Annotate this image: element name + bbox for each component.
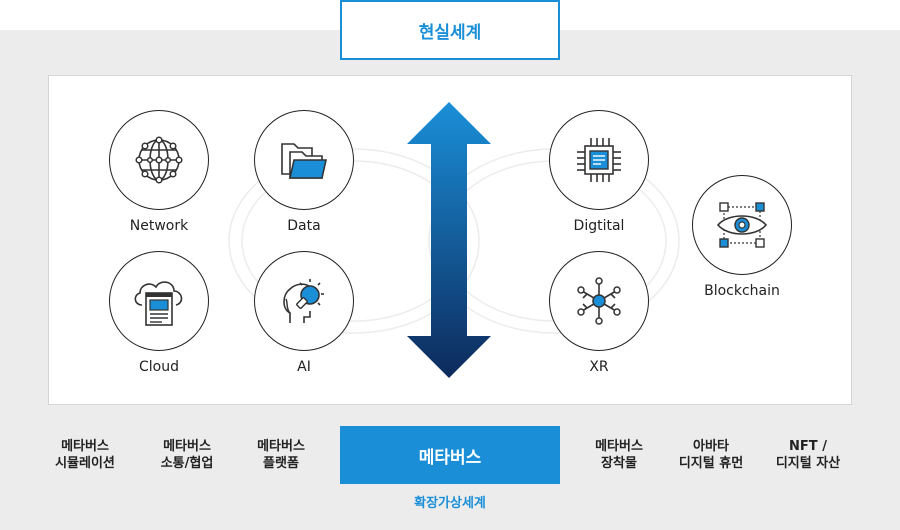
real-world-box: 현실세계 [340, 0, 560, 60]
metaverse-box: 메타버스 [340, 426, 560, 484]
bottom-item-line2: 디지털 휴먼 [678, 456, 744, 471]
bottom-item-line2: 디지털 자산 [775, 456, 841, 471]
bottom-item-line2: 소통/협업 [160, 456, 214, 471]
cloud-document-icon [134, 281, 183, 326]
hub-icon [577, 277, 621, 325]
ai-label: AI [297, 359, 311, 375]
digital-node: Digtital [549, 110, 649, 234]
xr-node: XR [549, 251, 649, 375]
digital-circle [549, 110, 649, 210]
bottom-item-wearables: 메타버스 장착물 [569, 438, 669, 472]
extended-virtual-world-caption: 확장가상세계 [414, 496, 486, 511]
bottom-item-line1: 메타버스 [257, 439, 305, 454]
data-label: Data [287, 218, 321, 234]
bottom-item-line1: NFT / [789, 439, 827, 454]
ai-circle [254, 251, 354, 351]
cloud-node: Cloud [109, 251, 209, 375]
bottom-item-line1: 메타버스 [595, 439, 643, 454]
metaverse-label: 메타버스 [418, 447, 482, 468]
globe-network-icon [135, 136, 183, 184]
bottom-item-nft: NFT / 디지털 자산 [758, 438, 858, 472]
bottom-item-avatar: 아바타 디지털 휴먼 [661, 438, 761, 472]
technology-panel: Network Data Cloud [48, 75, 852, 405]
data-node: Data [254, 110, 354, 234]
bottom-item-line1: 메타버스 [61, 439, 109, 454]
bottom-item-line2: 플랫폼 [263, 456, 299, 471]
digital-label: Digtital [573, 218, 625, 234]
bottom-item-collaboration: 메타버스 소통/협업 [137, 438, 237, 472]
xr-label: XR [589, 359, 609, 375]
bottom-item-line2: 장착물 [601, 456, 637, 471]
network-label: Network [129, 218, 189, 234]
real-world-label: 현실세계 [418, 22, 482, 43]
xr-circle [549, 251, 649, 351]
blockchain-circle [692, 175, 792, 275]
blockchain-node: Blockchain [692, 175, 792, 299]
bottom-item-line1: 메타버스 [163, 439, 211, 454]
folders-icon [281, 143, 327, 179]
data-circle [254, 110, 354, 210]
chip-icon [577, 138, 621, 182]
cloud-circle [109, 251, 209, 351]
bottom-item-line1: 아바타 [693, 439, 729, 454]
network-node: Network [109, 110, 209, 234]
double-arrow-icon [407, 102, 491, 378]
bottom-item-simulation: 메타버스 시뮬레이션 [35, 438, 135, 472]
network-circle [109, 110, 209, 210]
ai-node: AI [254, 251, 354, 375]
cloud-label: Cloud [139, 359, 179, 375]
blockchain-label: Blockchain [704, 283, 780, 299]
bottom-item-platform: 메타버스 플랫폼 [231, 438, 331, 472]
head-lightbulb-icon [283, 279, 324, 323]
bottom-item-line2: 시뮬레이션 [55, 456, 115, 471]
eye-blockchain-icon [716, 202, 768, 248]
